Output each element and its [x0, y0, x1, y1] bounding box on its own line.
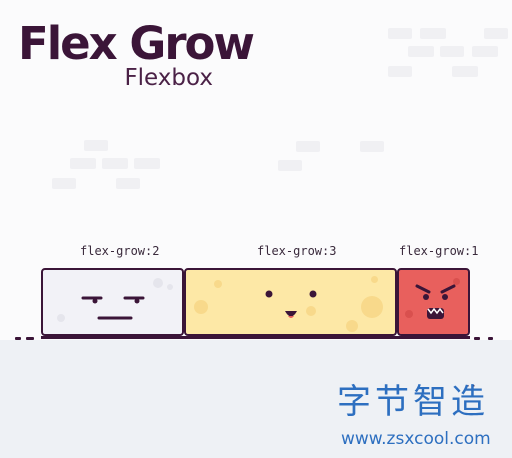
- page-title: Flex Grow: [18, 17, 255, 70]
- flex-item-label-2: flex-grow:3: [257, 244, 337, 258]
- texture-dot: [153, 278, 163, 288]
- ghost-block: [360, 141, 384, 152]
- ghost-block: [484, 28, 508, 39]
- angry-face-icon: [415, 284, 456, 319]
- ghost-block: [388, 28, 412, 39]
- ghost-block: [296, 141, 320, 152]
- ghost-block: [420, 28, 446, 39]
- texture-dot: [306, 306, 316, 316]
- floor-dash: [488, 337, 493, 340]
- watermark-url: www.zsxcool.com: [341, 429, 491, 449]
- ghost-block: [408, 46, 434, 57]
- ghost-block: [134, 158, 160, 169]
- texture-dot: [453, 278, 460, 285]
- ghost-block: [116, 178, 140, 189]
- ghost-block: [52, 178, 76, 189]
- ghost-block: [452, 66, 478, 77]
- page-subtitle: Flexbox: [124, 65, 213, 91]
- flex-item-label-1: flex-grow:2: [80, 244, 160, 258]
- happy-face-icon: [265, 290, 317, 318]
- texture-dot: [167, 284, 173, 290]
- texture-dot: [361, 296, 383, 318]
- texture-dot: [194, 300, 208, 314]
- ghost-block: [440, 46, 464, 57]
- watermark-logo: 字节智造: [337, 382, 489, 422]
- ghost-block: [388, 66, 412, 77]
- texture-dot: [214, 280, 222, 288]
- unimpressed-face-icon: [81, 296, 145, 320]
- flex-item-label-3: flex-grow:1: [399, 244, 479, 258]
- floor-area: [0, 340, 512, 458]
- floor-dash: [26, 337, 34, 340]
- ghost-block: [278, 160, 302, 171]
- ghost-block: [472, 46, 498, 57]
- texture-dot: [371, 276, 378, 283]
- floor-dash: [15, 337, 21, 340]
- decor-dots: ··: [466, 379, 478, 393]
- flex-item-grow-1: [397, 268, 470, 336]
- flex-item-grow-2: [41, 268, 184, 336]
- flex-item-grow-3: [184, 268, 397, 336]
- texture-dot: [346, 320, 358, 332]
- texture-dot: [57, 314, 65, 322]
- ghost-block: [102, 158, 128, 169]
- ghost-block: [70, 158, 96, 169]
- flex-container-baseline: [41, 336, 470, 339]
- texture-dot: [405, 310, 413, 318]
- ghost-block: [84, 140, 108, 151]
- floor-dash: [474, 337, 480, 340]
